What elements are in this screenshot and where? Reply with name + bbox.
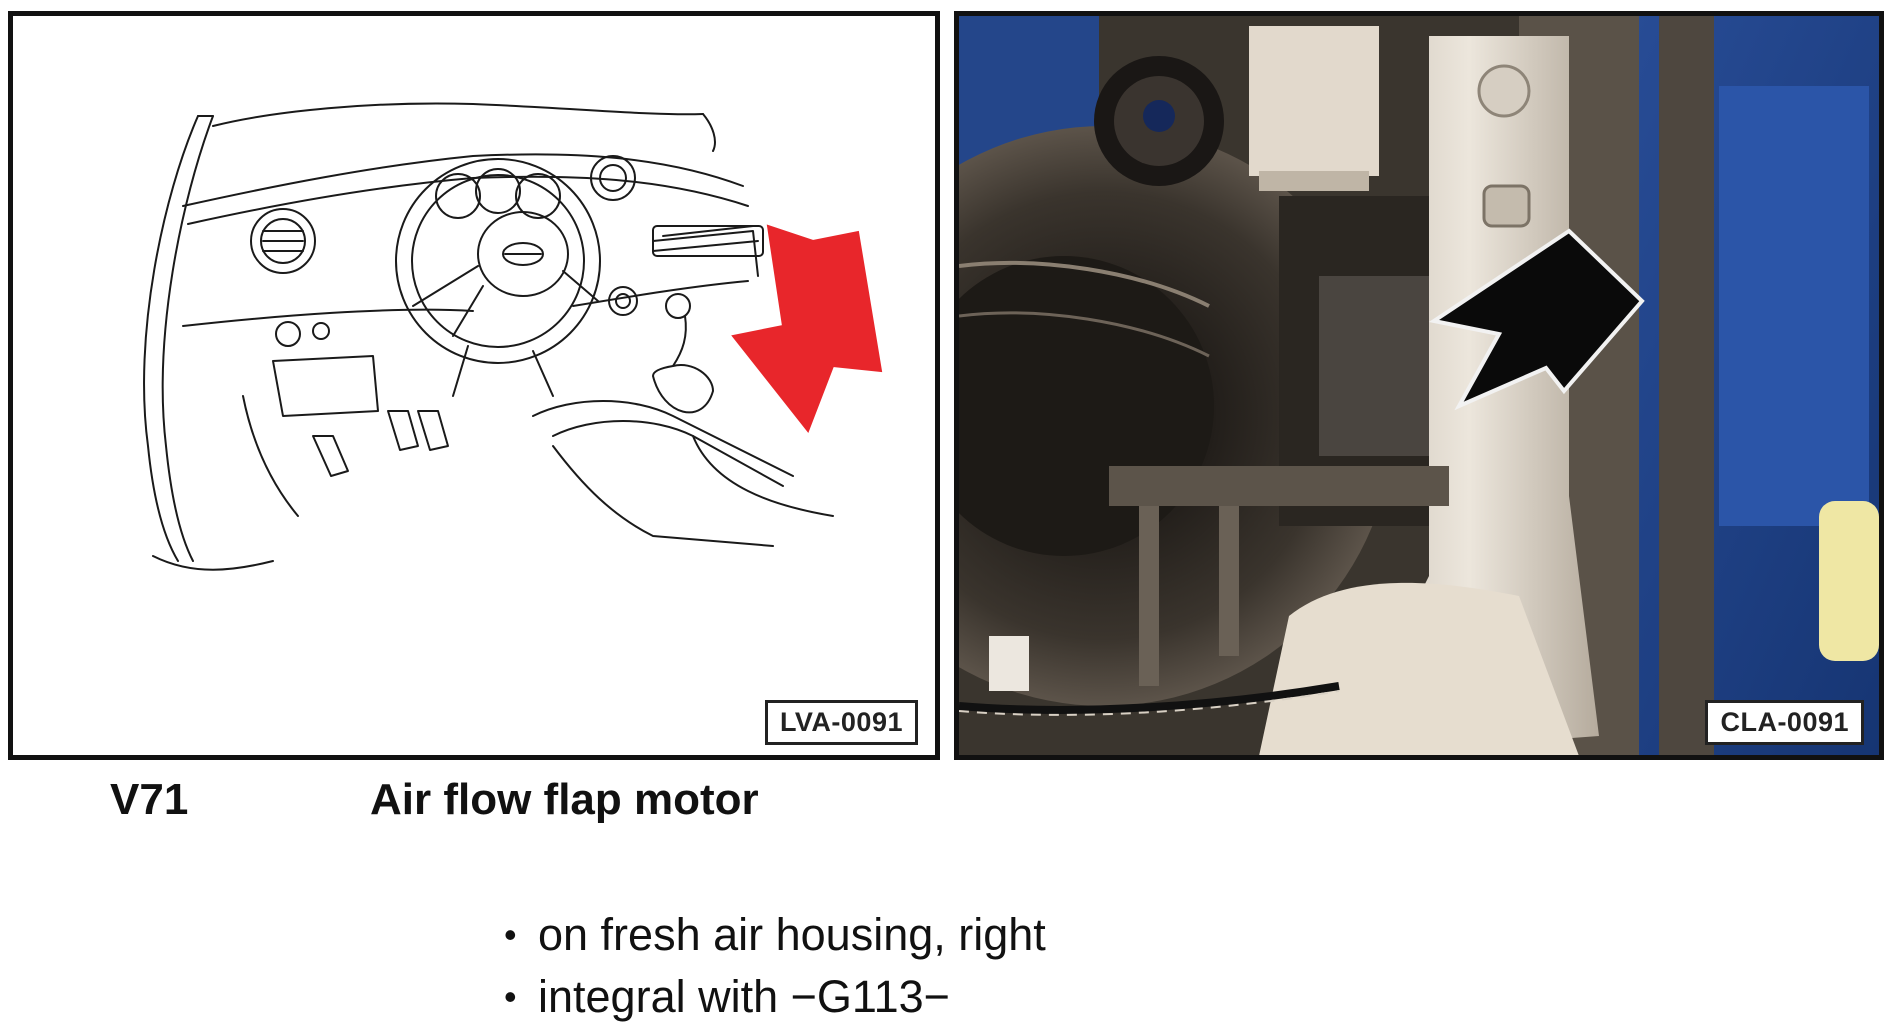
figure-label-right: CLA-0091 (1705, 700, 1864, 745)
bullet-icon: • (504, 914, 517, 955)
note-item: • on fresh air housing, right (502, 904, 1046, 966)
photo-figure: CLA-0091 (954, 11, 1884, 760)
component-notes-list: • on fresh air housing, right • integral… (502, 904, 1046, 1028)
black-arrow-icon (1428, 228, 1645, 411)
component-heading: V71 Air flow flap motor (0, 775, 1000, 835)
component-name: Air flow flap motor (370, 775, 759, 824)
note-text: integral with −G113− (538, 971, 950, 1022)
bullet-icon: • (504, 976, 517, 1017)
fresh-air-housing-photo (959, 16, 1879, 755)
note-item: • integral with −G113− (502, 966, 1046, 1028)
red-arrow-icon (731, 224, 883, 433)
line-drawing-figure: LVA-0091 (8, 11, 940, 760)
dashboard-line-drawing (143, 102, 883, 571)
component-code: V71 (110, 775, 189, 824)
figure-label-left: LVA-0091 (764, 700, 918, 745)
note-text: on fresh air housing, right (538, 909, 1046, 960)
